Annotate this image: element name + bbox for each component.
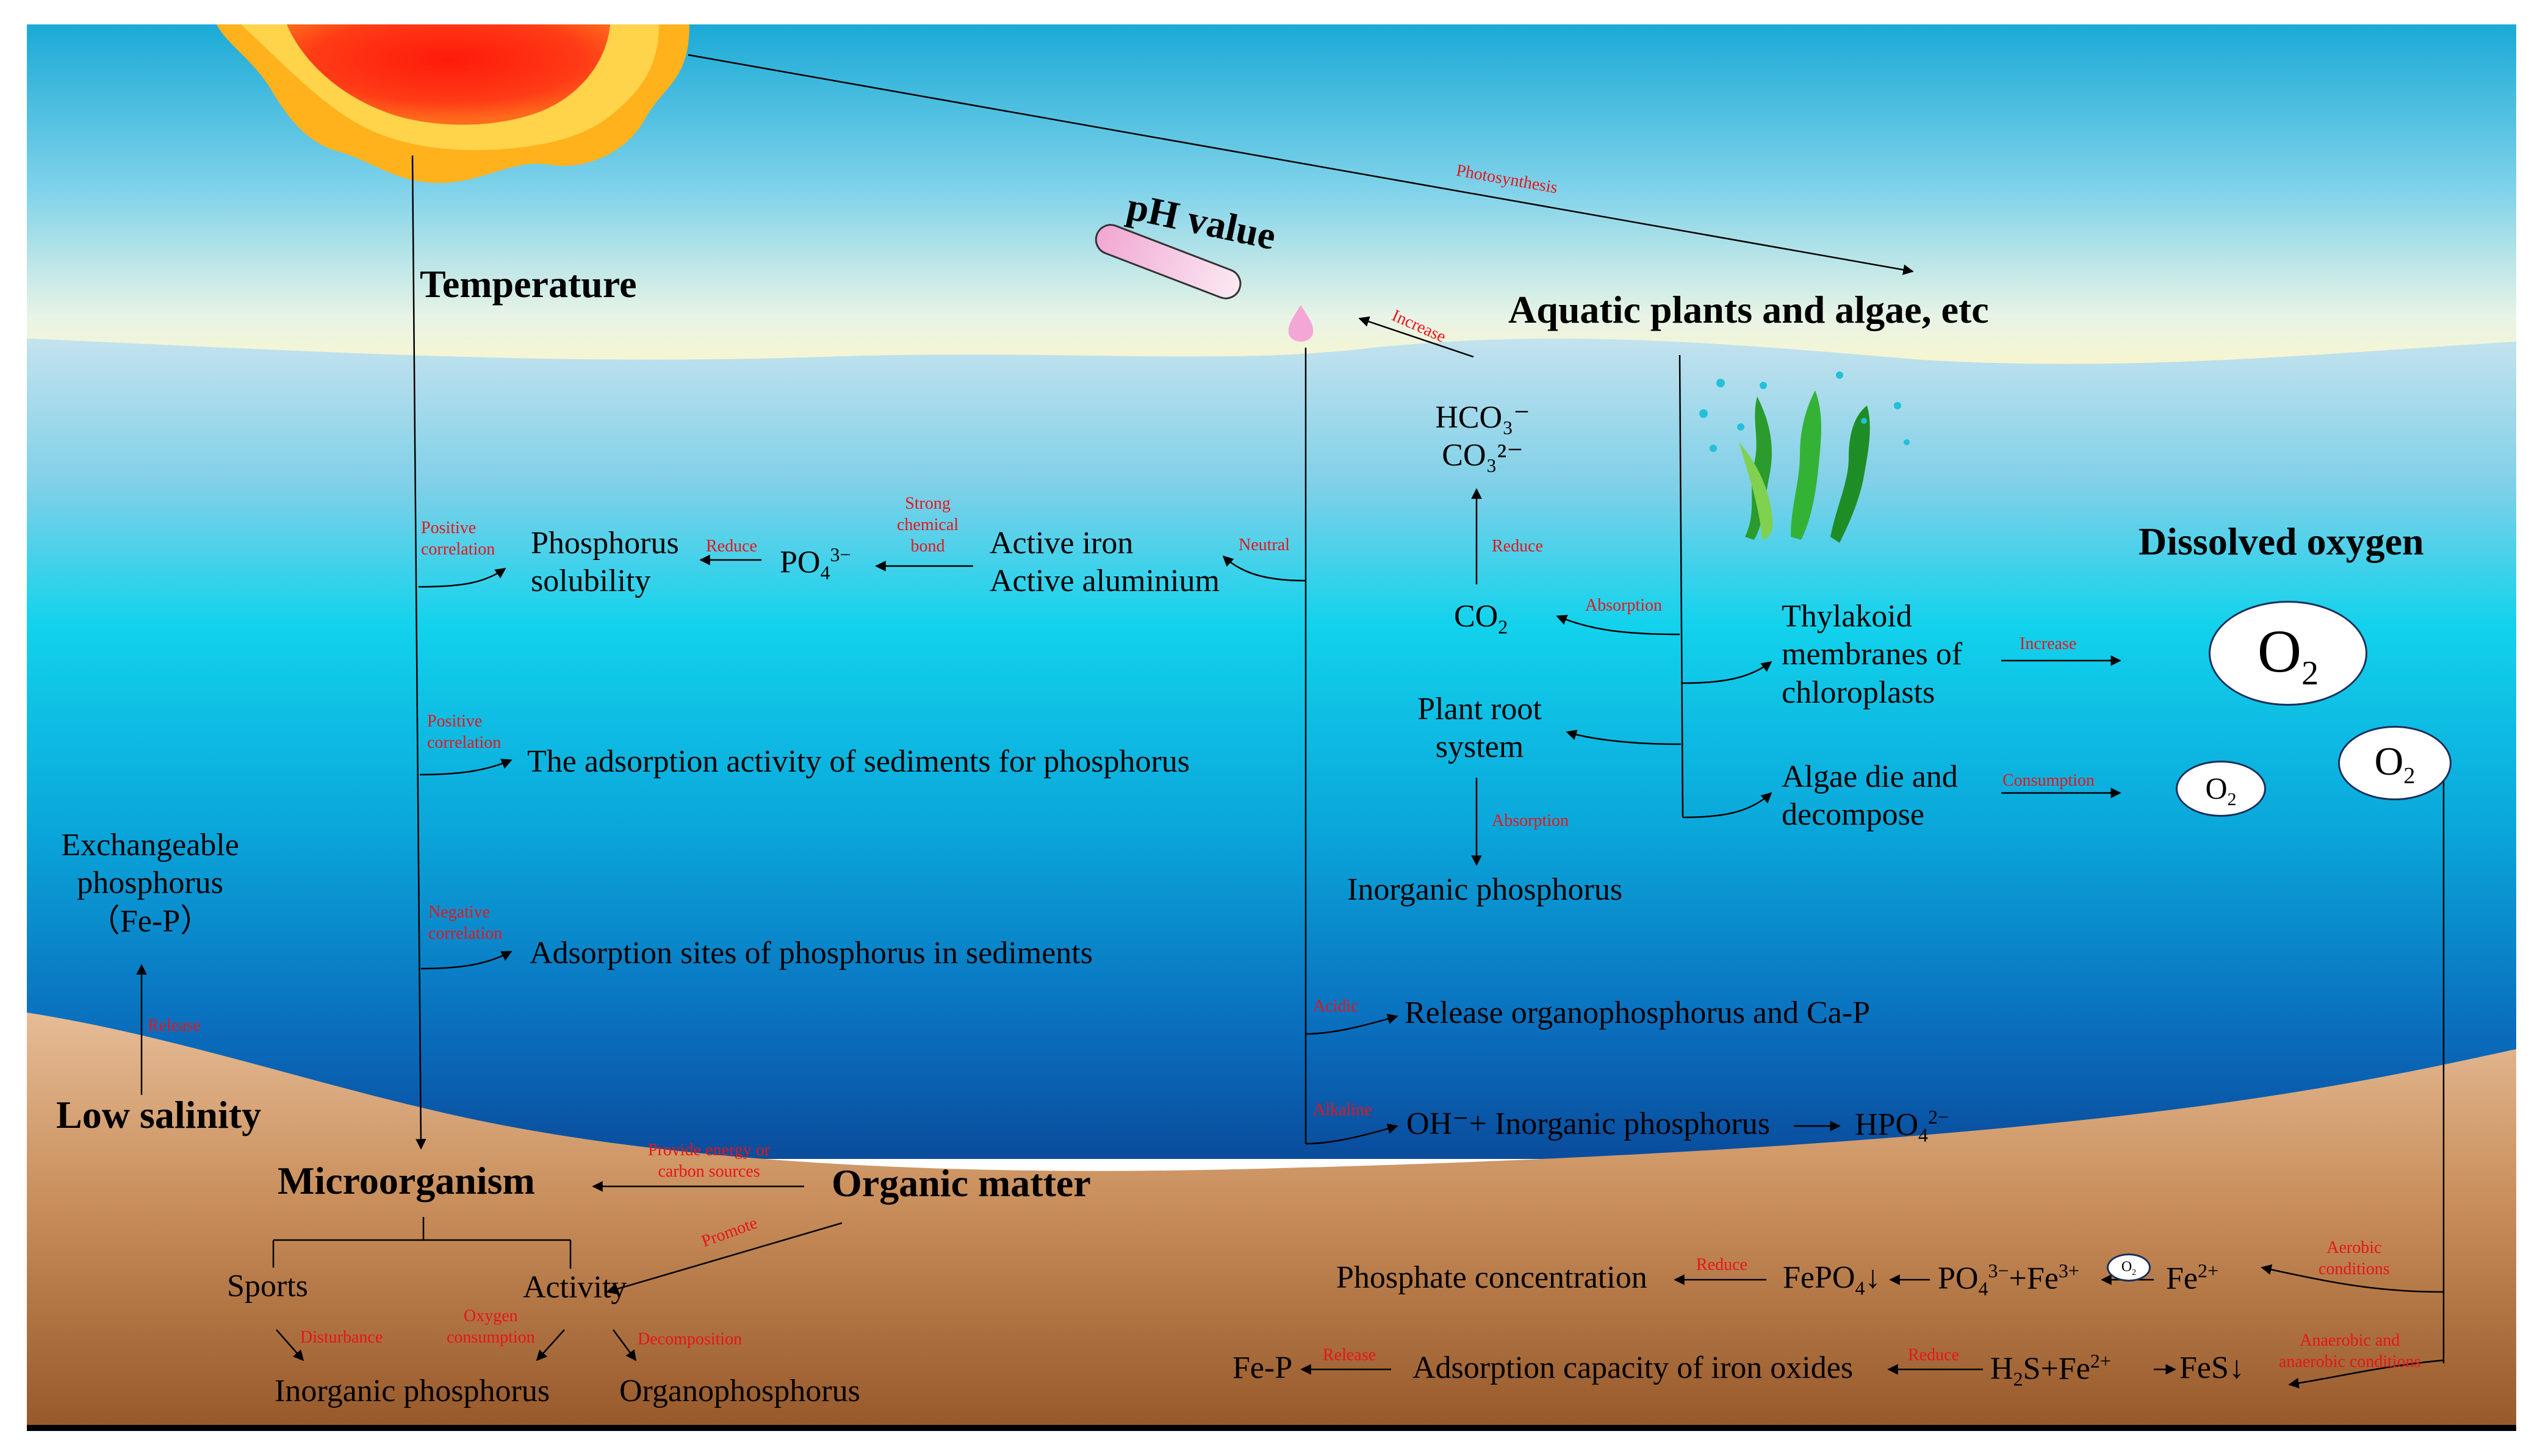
hydrogen-phosphate: HPO42− — [1855, 1106, 1949, 1146]
sun-icon — [217, 24, 689, 183]
adsorption-capacity: Adsorption capacity of iron oxides — [1412, 1350, 1854, 1385]
inorganic-phosphorus-mid: Inorganic phosphorus — [1347, 872, 1623, 907]
ph-tube-icon — [1095, 224, 1242, 299]
reduce-iron-label: Reduce — [1908, 1346, 1959, 1365]
low-salinity-title: Low salinity — [56, 1093, 262, 1136]
adsorption-sites: Adsorption sites of phosphorus in sedime… — [530, 936, 1093, 970]
phosphate-ferric: PO43−+Fe3+ — [1938, 1260, 2079, 1300]
microorganism-title: Microorganism — [278, 1159, 535, 1202]
hydrogen-sulfide-ferrous: H2S+Fe2+ — [1990, 1350, 2111, 1390]
reduce-phosphate-label: Reduce — [1696, 1255, 1747, 1274]
absorption-root-label: Absorption — [1492, 811, 1569, 830]
inorganic-phosphorus-bottom: Inorganic phosphorus — [275, 1374, 550, 1408]
ferrous-ion-1: Fe2+ — [2166, 1260, 2219, 1296]
organic-matter-title: Organic matter — [832, 1161, 1091, 1205]
oxygen-large-bubble: O2 — [2209, 601, 2367, 706]
hydroxide-inorganic-phosphorus: OH⁻+ Inorganic phosphorus — [1406, 1106, 1770, 1141]
reduce-co2-label: Reduce — [1492, 537, 1543, 556]
aquatic-plants-title: Aquatic plants and algae, etc — [1508, 288, 1989, 331]
oxygen-medium-bubble: O2 — [2338, 726, 2452, 800]
release-bottom-label: Release — [1323, 1346, 1376, 1365]
bicarbonate-carbonate: HCO₃⁻CO₃²⁻ — [1435, 400, 1530, 473]
temperature-title: Temperature — [420, 262, 637, 306]
sports-node: Sports — [227, 1269, 308, 1304]
phosphate-ion: PO43− — [780, 543, 851, 584]
iron-sulfide: FeS↓ — [2179, 1350, 2245, 1385]
ph-droplet-icon — [1288, 305, 1314, 342]
phosphate-concentration: Phosphate concentration — [1336, 1260, 1647, 1295]
neutral-label: Neutral — [1239, 536, 1290, 554]
increase-o2-label: Increase — [2020, 634, 2077, 653]
iron-phosphate: FePO4↓ — [1783, 1260, 1881, 1299]
bubbles-icon — [1699, 371, 1910, 452]
release-fe-p-label: Release — [148, 1016, 201, 1035]
algae-icon — [1739, 390, 1870, 543]
dissolved-oxygen-title: Dissolved oxygen — [2139, 520, 2424, 563]
release-organophosphorus: Release organophosphorus and Ca-P — [1405, 995, 1871, 1030]
oxygen-small-bubble: O2 — [2176, 761, 2266, 817]
carbon-dioxide: CO2 — [1454, 599, 1508, 638]
adsorption-activity: The adsorption activity of sediments for… — [527, 744, 1190, 779]
fe-p-node: Fe-P — [1232, 1350, 1293, 1385]
oxygen-tiny-bubble: O2 — [2107, 1253, 2151, 1282]
reduce-solubility-label: Reduce — [706, 537, 757, 556]
consumption-o2-label: Consumption — [2002, 771, 2095, 790]
activity-node: Activity — [523, 1270, 627, 1305]
absorption-co2-label: Absorption — [1585, 596, 1662, 615]
acidic-label: Acidic — [1313, 997, 1359, 1016]
decomposition-label: Decomposition — [638, 1330, 743, 1349]
organophosphorus-node: Organophosphorus — [619, 1374, 860, 1408]
alkaline-label: Alkaline — [1313, 1100, 1372, 1119]
disturbance-label: Disturbance — [300, 1328, 383, 1347]
